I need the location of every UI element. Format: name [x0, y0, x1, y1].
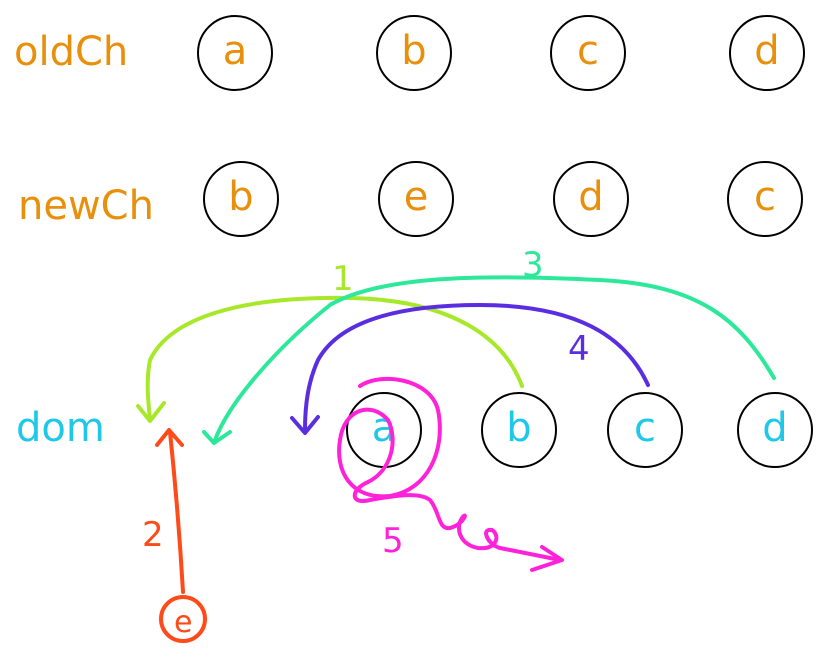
dom-node-b: b — [481, 392, 557, 468]
new-node-b: b — [203, 161, 279, 237]
old-node-label: c — [577, 28, 599, 74]
old-node-label: a — [222, 28, 248, 74]
step2-arrow — [168, 430, 185, 594]
dom-label: dom — [16, 405, 105, 451]
new-node-e-circle — [159, 595, 207, 643]
old-node-a: a — [197, 15, 273, 91]
new-node-c: c — [727, 161, 803, 237]
dom-node-label: d — [762, 405, 788, 451]
old-node-label: d — [754, 28, 780, 74]
dom-node-d: d — [737, 392, 813, 468]
dom-node-label: a — [371, 405, 397, 451]
dom-node-label: c — [634, 405, 656, 451]
new-node-e: e — [378, 161, 454, 237]
old-node-c: c — [550, 15, 626, 91]
new-node-label: e — [403, 174, 429, 220]
newch-label: newCh — [18, 183, 154, 229]
step3-label: 3 — [522, 245, 544, 285]
new-node-label: d — [578, 174, 604, 220]
new-node-label: c — [754, 174, 776, 220]
new-node-e-label: e — [174, 605, 192, 640]
step1-arrow — [145, 295, 524, 422]
step1-label: 1 — [332, 259, 354, 299]
dom-node-c: c — [607, 392, 683, 468]
oldch-label: oldCh — [14, 29, 129, 75]
step4-label: 4 — [568, 329, 590, 369]
dom-node-a: a — [346, 392, 422, 468]
step3-arrowhead — [202, 430, 232, 445]
new-node-label: b — [228, 174, 254, 220]
old-node-label: b — [401, 28, 427, 74]
step2-arrowhead — [155, 428, 184, 447]
new-node-d: d — [553, 161, 629, 237]
dom-node-label: b — [506, 405, 532, 451]
step5-label: 5 — [382, 521, 404, 561]
step1-arrowhead — [136, 401, 166, 423]
step5-arrowhead — [530, 545, 564, 572]
old-node-b: b — [376, 15, 452, 91]
step2-label: 2 — [142, 515, 164, 555]
old-node-d: d — [729, 15, 805, 91]
step4-arrowhead — [290, 415, 320, 435]
